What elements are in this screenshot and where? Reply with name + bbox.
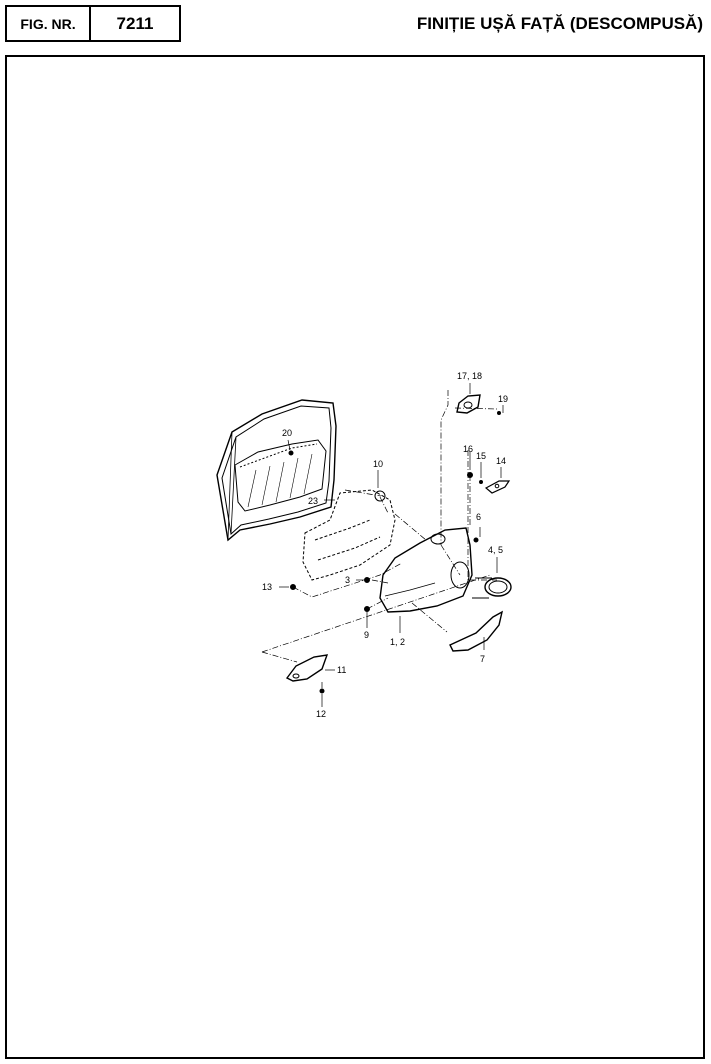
callout-11: 11 <box>337 665 346 675</box>
callout-10: 10 <box>373 459 383 469</box>
figure-number-box: FIG. NR. 7211 <box>5 5 181 42</box>
door-frame <box>216 399 337 542</box>
callout-14: 14 <box>496 456 506 466</box>
handle-bezel <box>456 394 481 414</box>
diagram-frame <box>5 55 705 1059</box>
figure-label: FIG. NR. <box>7 7 91 40</box>
door-trim-panel <box>379 527 473 613</box>
callout-4-5: 4, 5 <box>488 545 503 555</box>
callout-17-18: 17, 18 <box>457 371 482 381</box>
assembly-lines <box>261 390 498 691</box>
callout-20: 20 <box>282 428 292 438</box>
armrest-pad <box>449 610 504 652</box>
door-inner-panel <box>302 489 396 581</box>
page-title: FINIȚIE UȘĂ FAȚĂ (DESCOMPUSĂ) <box>416 14 703 33</box>
callout-23: 23 <box>308 496 318 506</box>
callout-16: 16 <box>463 444 473 454</box>
speaker-grille <box>472 577 512 599</box>
pull-handle <box>285 654 329 682</box>
callout-1-2: 1, 2 <box>390 637 405 647</box>
callout-19: 19 <box>498 394 508 404</box>
callout-13: 13 <box>262 582 272 592</box>
figure-number: 7211 <box>116 13 154 33</box>
callout-12: 12 <box>316 709 326 719</box>
callout-7: 7 <box>480 654 485 664</box>
callout-3: 3 <box>345 575 350 585</box>
callout-6: 6 <box>476 512 481 522</box>
callout-15: 15 <box>476 451 486 461</box>
callout-9: 9 <box>364 630 369 640</box>
leader-lines <box>279 383 504 707</box>
lock-knob <box>484 480 511 494</box>
